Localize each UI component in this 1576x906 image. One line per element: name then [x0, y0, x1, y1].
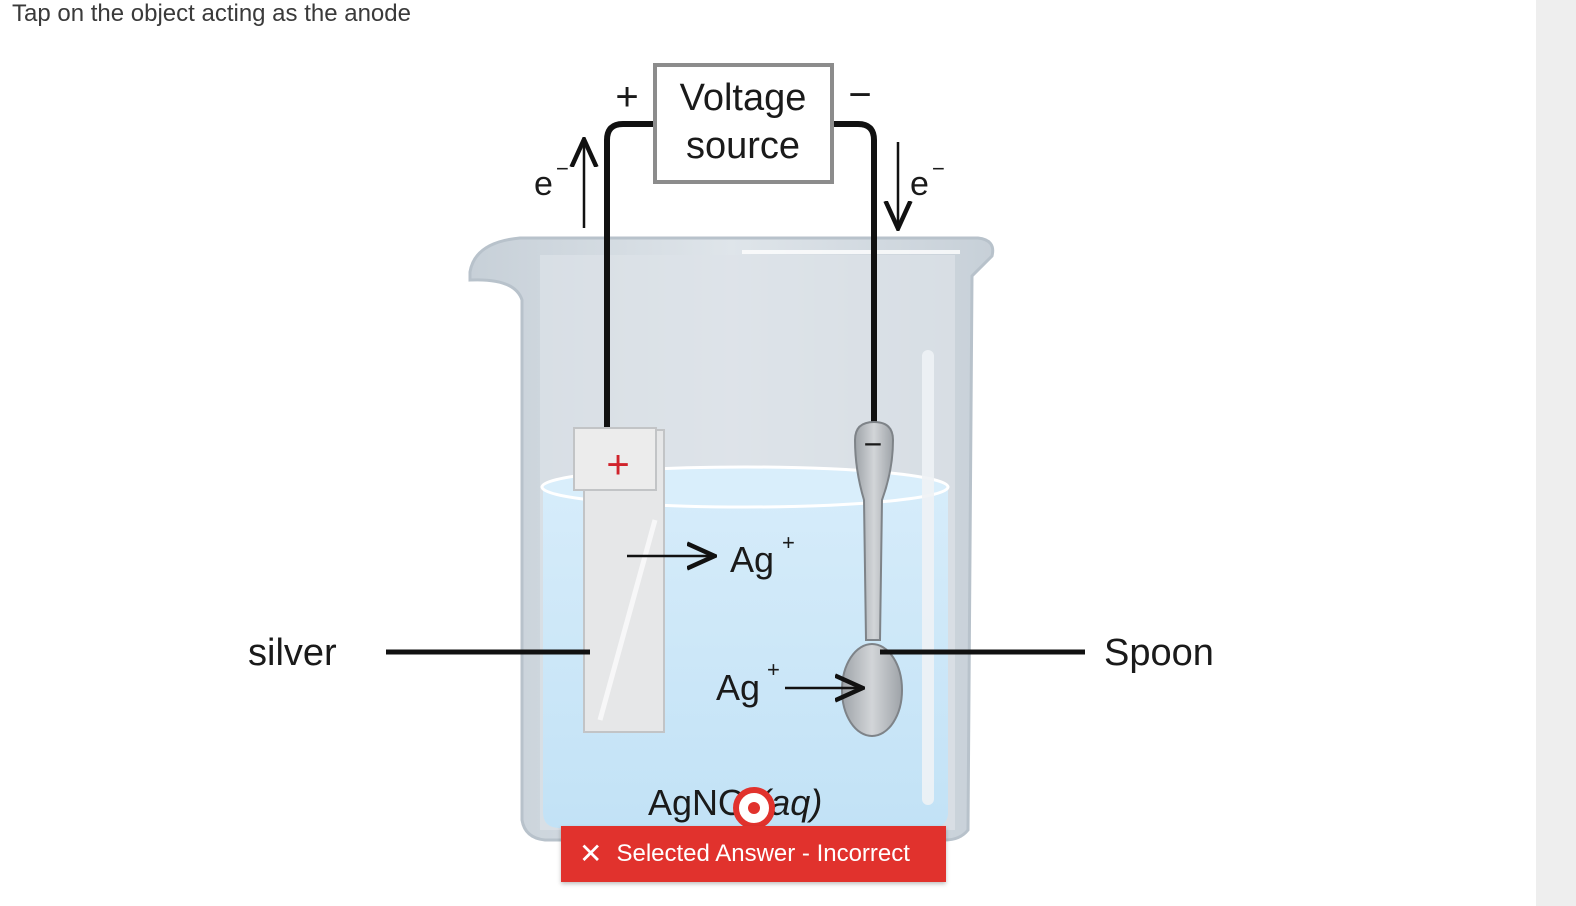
wire-left — [604, 121, 655, 430]
feedback-text: Selected Answer - Incorrect — [616, 840, 910, 867]
spoon-label: Spoon — [1104, 632, 1214, 674]
circuit-wires — [604, 121, 877, 430]
terminal-negative-label: − — [848, 73, 871, 117]
spoon-handle[interactable] — [853, 420, 895, 641]
voltage-source-box — [653, 63, 834, 184]
spoon-bowl[interactable] — [841, 643, 903, 737]
voltage-source-line2: source — [686, 125, 800, 167]
electron-right-charge: − — [932, 156, 945, 181]
voltage-source: Voltage source + − — [615, 63, 872, 184]
silver-label: silver — [248, 632, 337, 674]
ion-top-symbol: Ag — [730, 539, 774, 580]
silver-bar-top[interactable] — [573, 427, 657, 491]
ion-migration: Ag + Ag + — [627, 530, 860, 708]
wire-right — [832, 121, 877, 430]
silver-electrode[interactable]: + — [573, 427, 665, 733]
ion-top-charge: + — [782, 530, 795, 555]
electron-flow-right: e − — [898, 142, 945, 226]
solution-formula: AgNO — [648, 782, 746, 823]
scrollbar-track[interactable] — [1536, 0, 1576, 906]
ion-bottom-symbol: Ag — [716, 667, 760, 708]
silver-positive-sign: + — [606, 443, 629, 487]
selection-marker-icon — [733, 787, 775, 829]
electron-left-symbol: e — [534, 165, 553, 203]
feedback-banner: ✕ Selected Answer - Incorrect — [561, 826, 946, 882]
terminal-positive-label: + — [615, 75, 638, 119]
electron-right-symbol: e — [910, 165, 929, 203]
close-icon: ✕ — [579, 838, 603, 869]
spoon-label-group: Spoon — [880, 632, 1214, 674]
ion-bottom-charge: + — [767, 657, 780, 682]
electron-flow-left: e − — [534, 142, 584, 228]
voltage-source-line1: Voltage — [680, 77, 807, 119]
spoon-negative-sign: − — [864, 426, 883, 462]
glass-highlight-side — [922, 350, 934, 805]
electron-left-charge: − — [556, 156, 569, 181]
silver-label-group: silver — [248, 632, 590, 674]
question-prompt: Tap on the object acting as the anode — [12, 0, 411, 27]
silver-sheen — [597, 519, 658, 721]
